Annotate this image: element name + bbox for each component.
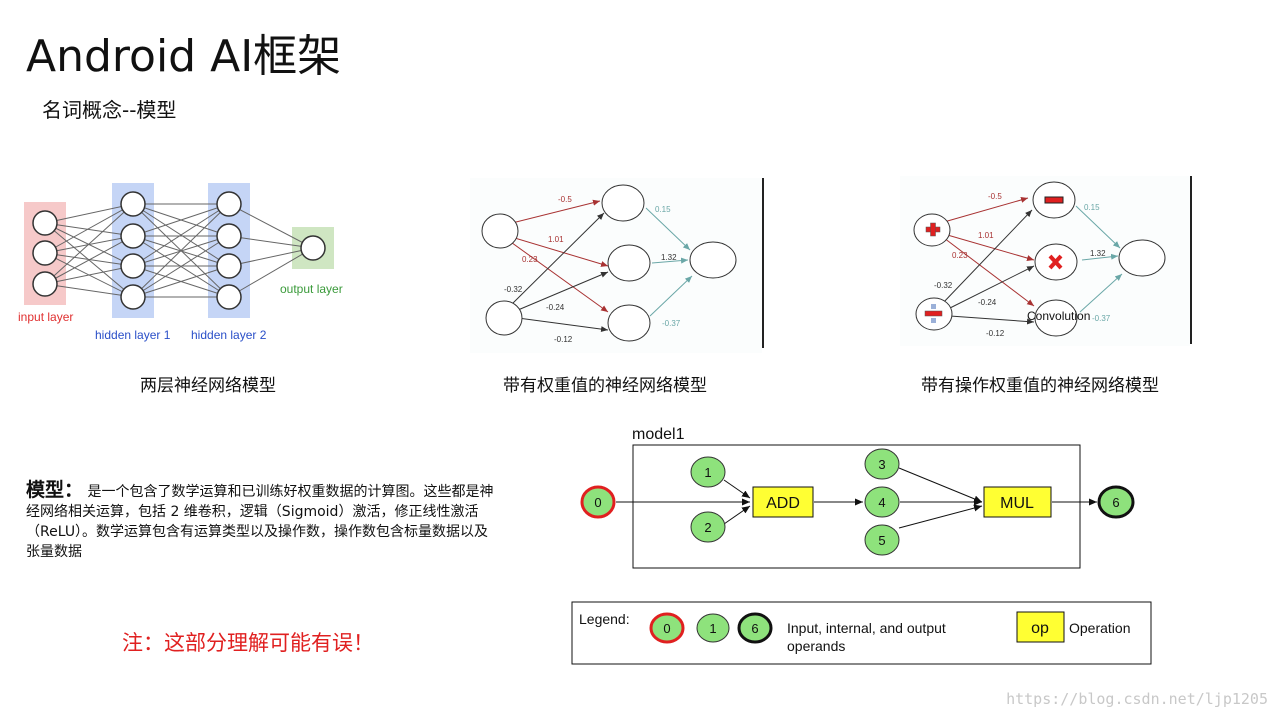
svg-text:0: 0 (663, 621, 670, 636)
operand-5: 5 (864, 524, 900, 556)
legend-output-sample: 6 (737, 612, 773, 644)
legend-internal-sample: 1 (696, 613, 730, 643)
weight-label: -0.5 (558, 195, 572, 204)
operand-4: 4 (864, 486, 900, 518)
operand-0: 0 (580, 485, 616, 519)
plus-icon (925, 222, 941, 237)
network-nodes (32, 191, 326, 310)
warning-note: 注：这部分理解可能有误！ (122, 631, 374, 655)
operand-3: 3 (864, 448, 900, 480)
multiply-icon (1048, 254, 1063, 270)
svg-text:ADD: ADD (766, 495, 800, 512)
weight-label: 1.32 (661, 253, 677, 262)
svg-text:2: 2 (704, 520, 711, 535)
svg-text:op: op (1031, 620, 1049, 637)
weight-label: 1.01 (978, 231, 994, 240)
weight-label: -0.24 (978, 298, 997, 307)
svg-text:4: 4 (878, 495, 885, 510)
convolution-label: Convolution (1027, 309, 1090, 323)
divide-icon (924, 304, 943, 323)
legend: Legend: 0 1 6 Input, internal, and outpu… (571, 601, 1152, 665)
weight-label: 1.01 (548, 235, 564, 244)
figure-3-caption: 带有操作权重值的神经网络模型 (921, 376, 1159, 396)
svg-text:6: 6 (1112, 495, 1119, 510)
operation-weight-labels: -0.5 1.01 0.23 -0.32 -0.24 -0.12 0.15 1.… (934, 192, 1111, 338)
weight-label: -0.37 (1092, 314, 1111, 323)
weight-label: -0.32 (504, 285, 523, 294)
legend-operands-text: Input, internal, and output (787, 620, 946, 636)
weighted-nodes (481, 184, 737, 342)
graph-edges (616, 467, 1097, 529)
model-label: model1 (632, 426, 685, 443)
svg-text:6: 6 (751, 621, 758, 636)
legend-input-sample: 0 (649, 612, 685, 644)
output-layer-label: output layer (280, 282, 343, 296)
weighted-edges (507, 199, 693, 333)
weight-label: -0.5 (988, 192, 1002, 201)
operand-2: 2 (690, 511, 726, 543)
weight-label: -0.12 (554, 335, 573, 344)
svg-text:0: 0 (594, 495, 601, 510)
operation-edges (941, 197, 1123, 325)
weight-label: 0.23 (952, 251, 968, 260)
op-mul: MUL (983, 486, 1052, 518)
legend-op-text: Operation (1069, 620, 1130, 636)
page-title: Android AI框架 (26, 31, 342, 82)
figure-2-caption: 带有权重值的神经网络模型 (503, 376, 707, 396)
weighted-network-figure: -0.5 1.01 0.23 -0.32 -0.24 -0.12 0.15 1.… (470, 178, 762, 353)
weight-label: 1.32 (1090, 249, 1106, 258)
input-layer-label: input layer (18, 310, 73, 324)
weight-label: 0.23 (522, 255, 538, 264)
weight-label: 0.15 (1084, 203, 1100, 212)
network-edges (44, 203, 314, 298)
operand-1: 1 (690, 456, 726, 488)
svg-text:5: 5 (878, 533, 885, 548)
operand-6: 6 (1097, 485, 1135, 519)
operation-nodes (913, 181, 1166, 337)
description-text: 是一个包含了数学运算和已训练好权重数据的计算图。这些都是神经网络相关运算，包括 … (26, 484, 494, 560)
legend-title: Legend: (579, 611, 630, 627)
svg-text:1: 1 (704, 465, 711, 480)
hidden-layer-2-label: hidden layer 2 (191, 328, 267, 342)
two-layer-network-figure: input layer hidden layer 1 hidden layer … (18, 183, 343, 342)
description-lead: 模型： (26, 479, 84, 501)
op-add: ADD (752, 486, 814, 518)
vertical-divider (1190, 176, 1192, 344)
operation-network-figure: -0.5 1.01 0.23 -0.32 -0.24 -0.12 0.15 1.… (900, 176, 1190, 346)
page-subtitle: 名词概念--模型 (42, 98, 177, 122)
figure-1-caption: 两层神经网络模型 (140, 376, 276, 396)
weight-label: 0.15 (655, 205, 671, 214)
model-description: 模型： 是一个包含了数学运算和已训练好权重数据的计算图。这些都是神经网络相关运算… (26, 480, 496, 562)
weight-label: -0.37 (662, 319, 681, 328)
weight-label: -0.24 (546, 303, 565, 312)
weight-label: -0.32 (934, 281, 953, 290)
svg-text:3: 3 (878, 457, 885, 472)
model-graph: model1 0 1 2 3 4 5 6 ADD (580, 426, 1135, 569)
model-frame (632, 444, 1081, 569)
svg-text:MUL: MUL (1000, 495, 1034, 512)
weight-label: -0.12 (986, 329, 1005, 338)
vertical-divider (762, 178, 764, 348)
minus-icon (1044, 196, 1064, 204)
weight-labels: -0.5 1.01 0.23 -0.32 -0.24 -0.12 0.15 1.… (504, 195, 681, 344)
hidden-layer-1-label: hidden layer 1 (95, 328, 171, 342)
legend-operands-text-2: operands (787, 638, 845, 654)
svg-text:1: 1 (709, 621, 716, 636)
watermark: https://blog.csdn.net/ljp1205 (1006, 690, 1268, 708)
legend-op-sample: op (1016, 611, 1065, 643)
